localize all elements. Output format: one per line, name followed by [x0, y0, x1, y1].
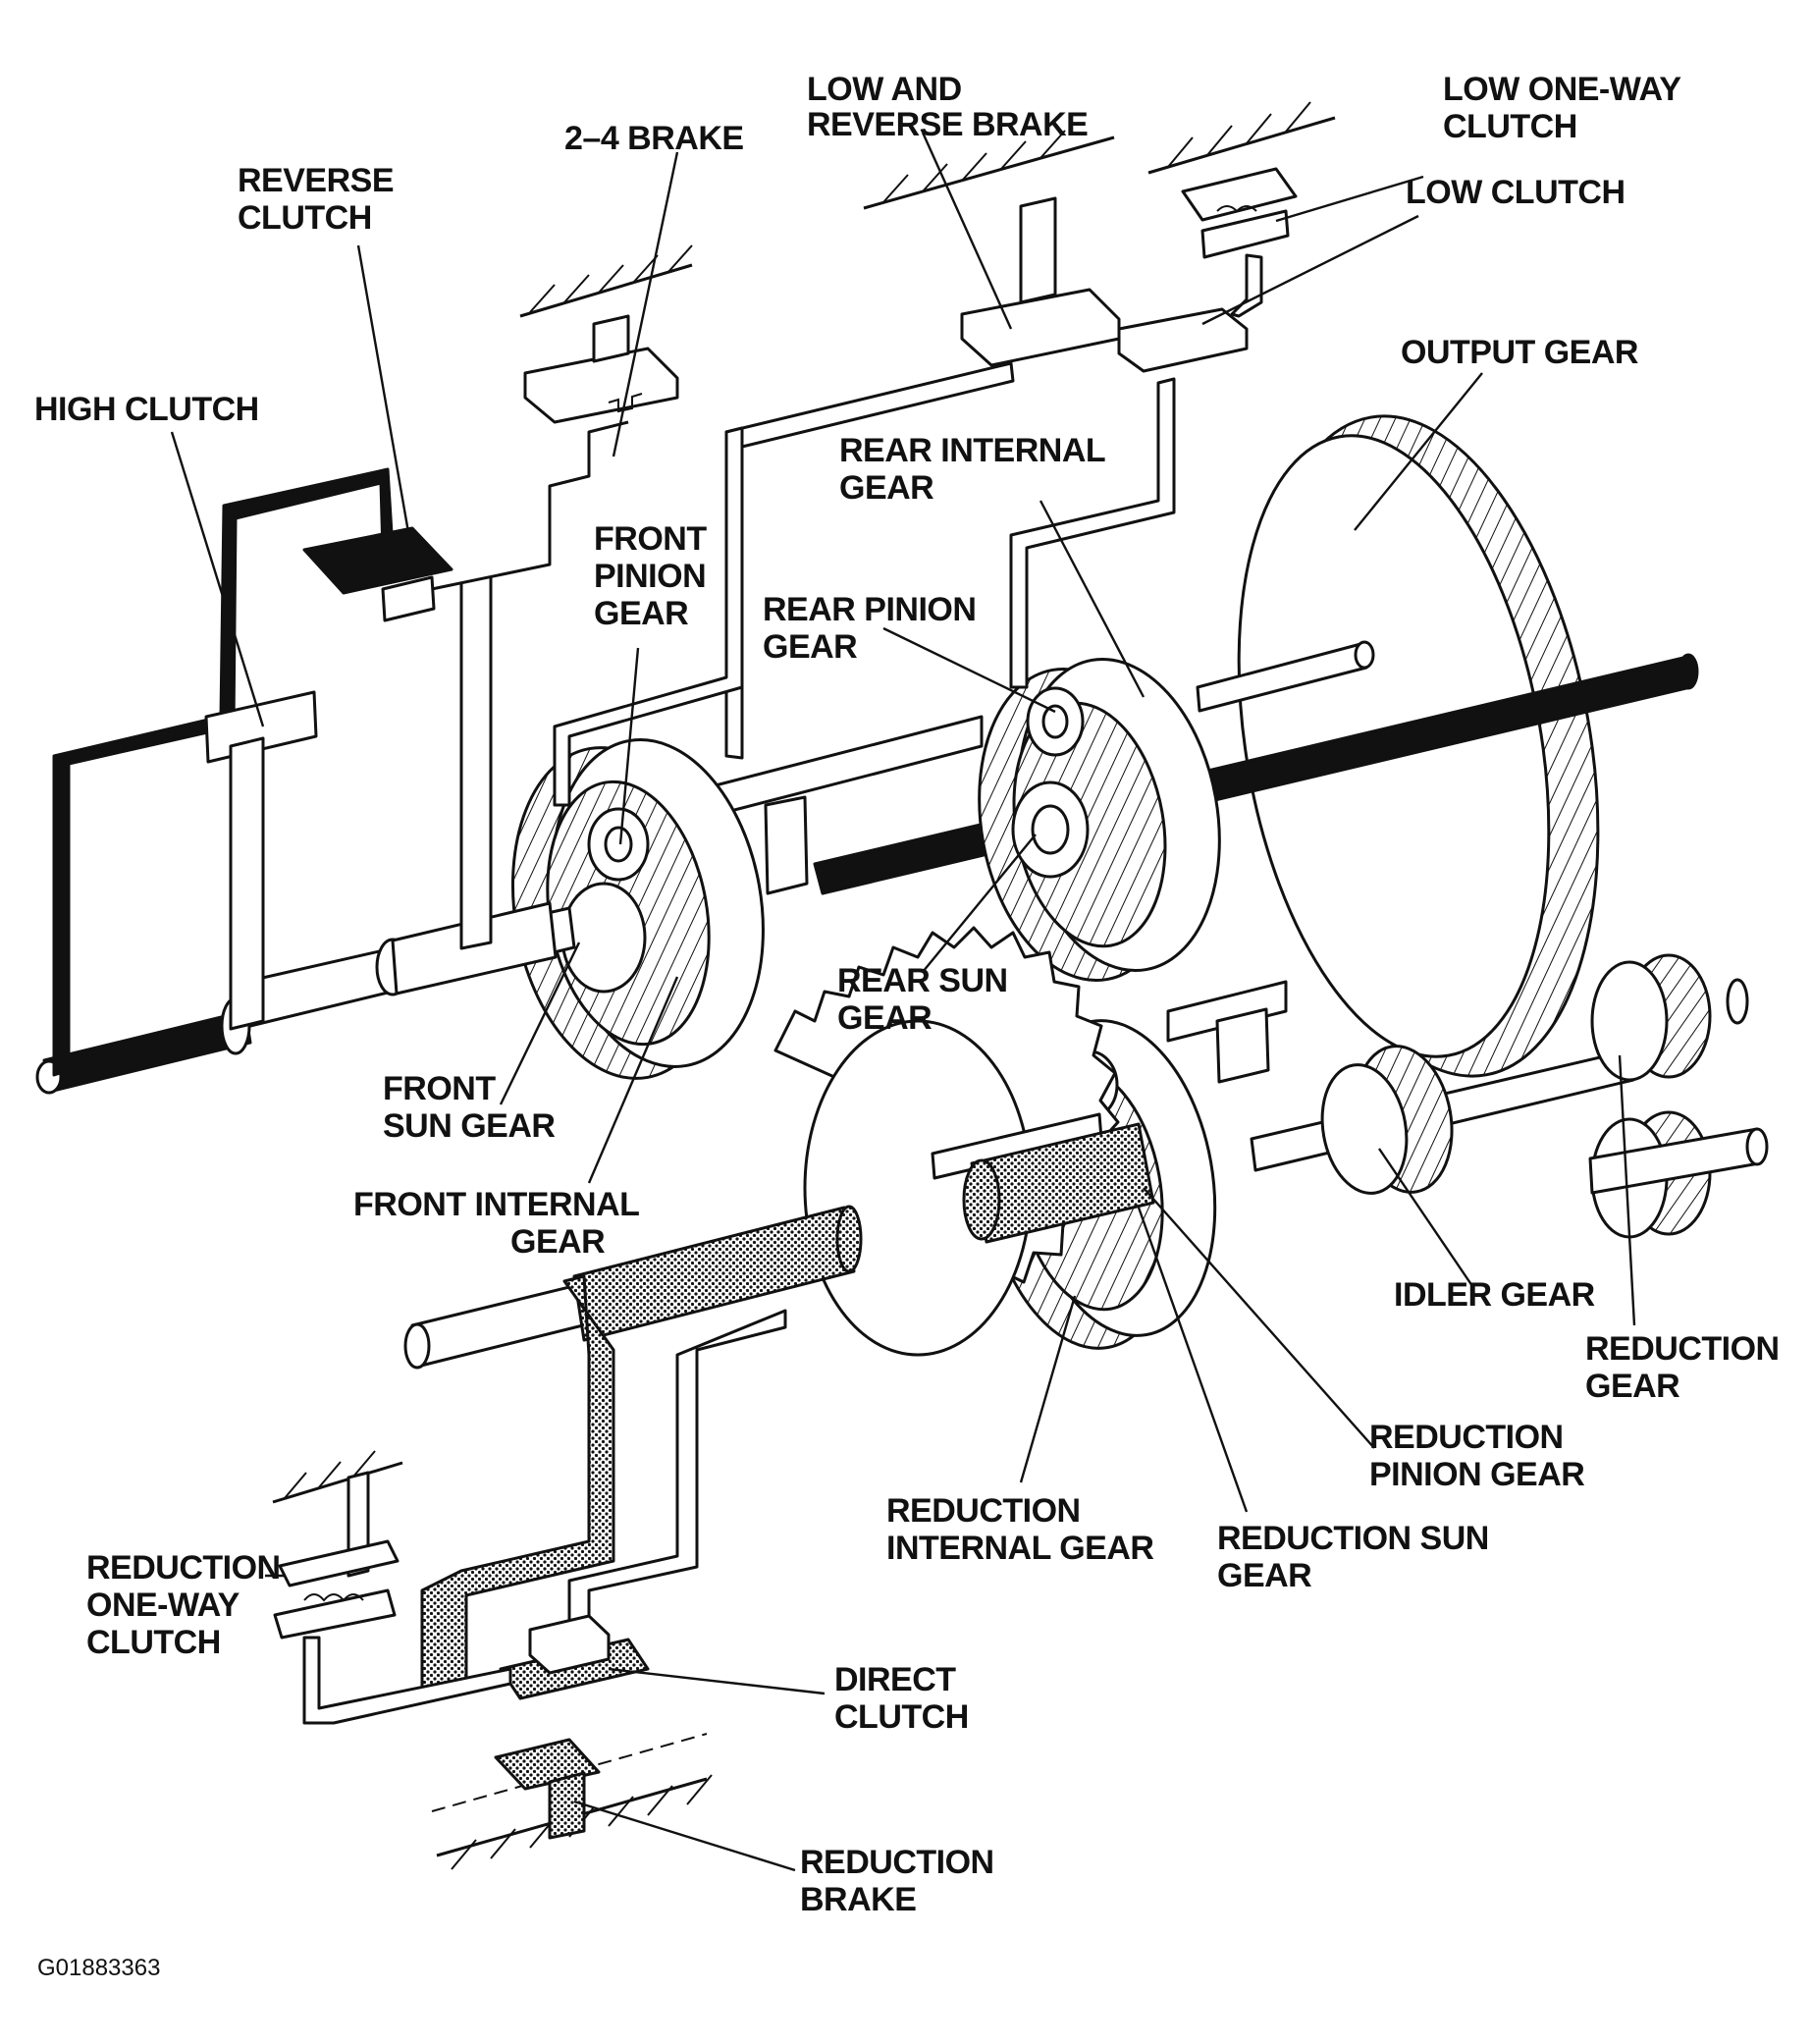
rear-planetary-shape — [978, 657, 1221, 983]
ground-hatch-low-reverse-brake — [863, 130, 1115, 210]
label-high-clutch: HIGH CLUTCH — [34, 391, 259, 428]
label-reduction-internal-gear: REDUCTION INTERNAL GEAR — [886, 1492, 1154, 1567]
ground-hatch-reduction-one-way — [272, 1450, 403, 1504]
svg-text:LOW AND: LOW AND — [807, 71, 962, 108]
direct-clutch-white-path — [528, 1309, 787, 1675]
label-low-clutch: LOW CLUTCH — [1406, 174, 1625, 211]
svg-text:REAR INTERNAL: REAR INTERNAL — [839, 432, 1105, 469]
figure-code: G01883363 — [37, 1955, 160, 1981]
label-low-one-way-clutch: LOW ONE-WAY CLUTCH — [1443, 71, 1682, 145]
brake-2-4-shape — [523, 314, 679, 424]
low-reverse-brake-shape — [724, 196, 1249, 760]
brake-linkage — [553, 426, 744, 807]
svg-text:REVERSE BRAKE: REVERSE BRAKE — [807, 106, 1088, 143]
label-front-internal-gear: FRONT INTERNAL GEAR — [353, 1186, 640, 1261]
label-front-pinion-gear: FRONT PINION GEAR — [594, 520, 708, 632]
label-output-gear: OUTPUT GEAR — [1401, 334, 1638, 371]
label-reduction-one-way-clutch: REDUCTION ONE-WAY CLUTCH — [86, 1549, 281, 1661]
svg-text:GEAR: GEAR — [594, 595, 688, 632]
svg-text:FRONT: FRONT — [594, 520, 707, 558]
svg-text:CLUTCH: CLUTCH — [834, 1698, 969, 1736]
label-direct-clutch: DIRECT CLUTCH — [834, 1661, 969, 1736]
svg-text:GEAR: GEAR — [510, 1223, 605, 1261]
ground-hatch-2-4-brake — [519, 244, 693, 318]
input-shaft — [35, 901, 576, 1095]
svg-text:REVERSE: REVERSE — [238, 162, 394, 199]
svg-text:CLUTCH: CLUTCH — [238, 199, 372, 237]
label-rear-internal-gear: REAR INTERNAL GEAR — [839, 432, 1106, 507]
svg-text:GEAR: GEAR — [1217, 1557, 1311, 1594]
svg-text:REAR SUN: REAR SUN — [837, 962, 1008, 999]
idler-reduction-gears — [1250, 953, 1769, 1239]
svg-text:BRAKE: BRAKE — [800, 1881, 916, 1918]
svg-text:ONE-WAY: ONE-WAY — [86, 1587, 240, 1624]
label-idler-gear: IDLER GEAR — [1394, 1276, 1595, 1314]
label-2-4-brake: 2–4 BRAKE — [564, 120, 744, 157]
svg-text:GEAR: GEAR — [839, 469, 933, 507]
svg-text:REDUCTION: REDUCTION — [86, 1549, 281, 1587]
svg-text:REDUCTION SUN: REDUCTION SUN — [1217, 1520, 1489, 1557]
output-shaft-upper — [1196, 640, 1375, 713]
svg-text:REDUCTION: REDUCTION — [1369, 1419, 1564, 1456]
reduction-sun-shaft — [403, 1112, 1155, 1370]
label-reduction-gear: REDUCTION GEAR — [1585, 1330, 1780, 1405]
svg-text:GEAR: GEAR — [763, 628, 857, 666]
mechanism-drawing — [35, 101, 1769, 1870]
svg-text:GEAR: GEAR — [837, 999, 932, 1037]
label-reverse-clutch: REVERSE CLUTCH — [238, 162, 395, 237]
svg-text:INTERNAL GEAR: INTERNAL GEAR — [886, 1530, 1153, 1567]
svg-text:GEAR: GEAR — [1585, 1368, 1679, 1405]
labels: 2–4 BRAKE LOW AND REVERSE BRAKE LOW ONE-… — [34, 71, 1780, 1981]
svg-text:REDUCTION: REDUCTION — [800, 1844, 994, 1881]
svg-text:SUN GEAR: SUN GEAR — [383, 1107, 555, 1145]
ground-hatch-low-one-way-clutch — [1147, 101, 1336, 175]
label-reduction-pinion-gear: REDUCTION PINION GEAR — [1369, 1419, 1585, 1493]
svg-text:LOW ONE-WAY: LOW ONE-WAY — [1443, 71, 1681, 108]
label-reduction-brake: REDUCTION BRAKE — [800, 1844, 994, 1918]
leader-lines — [170, 132, 1636, 1872]
svg-text:FRONT INTERNAL: FRONT INTERNAL — [353, 1186, 639, 1223]
svg-text:CLUTCH: CLUTCH — [86, 1624, 221, 1661]
svg-text:REDUCTION: REDUCTION — [886, 1492, 1081, 1530]
svg-text:REDUCTION: REDUCTION — [1585, 1330, 1780, 1368]
svg-text:FRONT: FRONT — [383, 1070, 496, 1107]
reverse-clutch-shape — [302, 420, 629, 950]
svg-text:PINION GEAR: PINION GEAR — [1369, 1456, 1584, 1493]
label-rear-sun-gear: REAR SUN GEAR — [837, 962, 1008, 1037]
reduction-one-way-clutch-shape — [273, 1471, 512, 1725]
label-low-and-reverse-brake: LOW AND REVERSE BRAKE — [807, 71, 1089, 143]
reduction-brake-shape — [494, 1738, 601, 1840]
svg-text:PINION: PINION — [594, 558, 706, 595]
svg-text:CLUTCH: CLUTCH — [1443, 108, 1577, 145]
svg-text:REAR PINION: REAR PINION — [763, 591, 976, 628]
label-front-sun-gear: FRONT SUN GEAR — [383, 1070, 556, 1145]
low-one-way-clutch-shape — [1181, 167, 1298, 318]
label-rear-pinion-gear: REAR PINION GEAR — [763, 591, 977, 666]
high-clutch-path — [52, 467, 395, 1077]
label-reduction-sun-gear: REDUCTION SUN GEAR — [1217, 1520, 1489, 1594]
svg-text:DIRECT: DIRECT — [834, 1661, 956, 1698]
